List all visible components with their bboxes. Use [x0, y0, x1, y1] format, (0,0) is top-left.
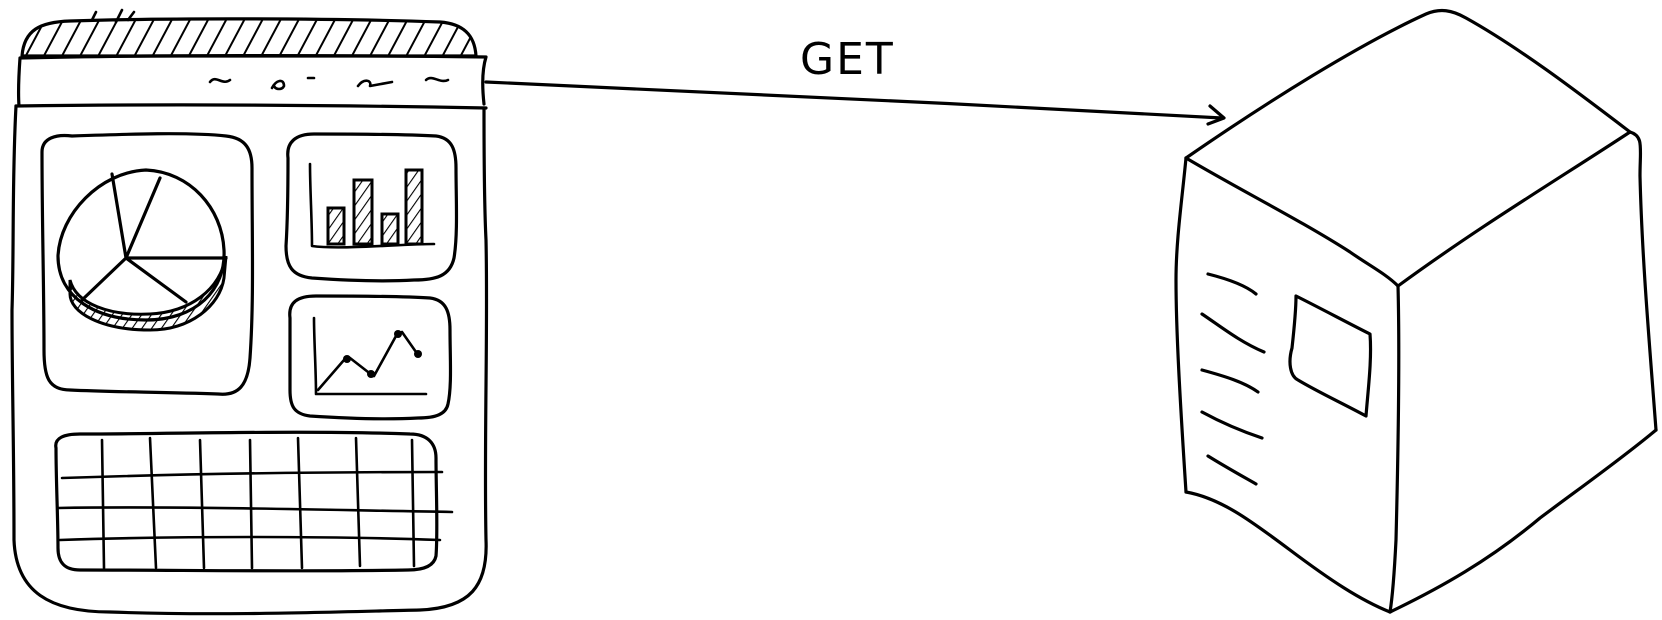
server-panel — [1288, 294, 1373, 418]
server-vent-icon — [1200, 272, 1266, 486]
toolbar-squiggle-icon — [208, 77, 232, 84]
table-grid-card — [54, 430, 454, 573]
toolbar-squiggle-icon — [270, 76, 316, 91]
pie-chart-icon — [56, 168, 228, 332]
line-chart-icon — [312, 316, 428, 396]
line-chart-card — [288, 294, 453, 421]
bar-chart-card — [284, 132, 459, 283]
request-label: GET — [800, 34, 895, 85]
server-box — [1174, 8, 1658, 614]
browser-frame — [10, 104, 489, 616]
browser-toolbar — [14, 54, 488, 110]
toolbar-squiggle-icon — [424, 76, 450, 83]
browser-title-bar — [20, 17, 478, 58]
browser-window — [10, 8, 489, 616]
bar-chart-icon — [308, 162, 436, 249]
toolbar-squiggle-icon — [356, 79, 394, 88]
table-grid-icon — [56, 436, 454, 570]
request-arrow — [484, 80, 1226, 126]
pie-chart-card — [40, 132, 255, 396]
